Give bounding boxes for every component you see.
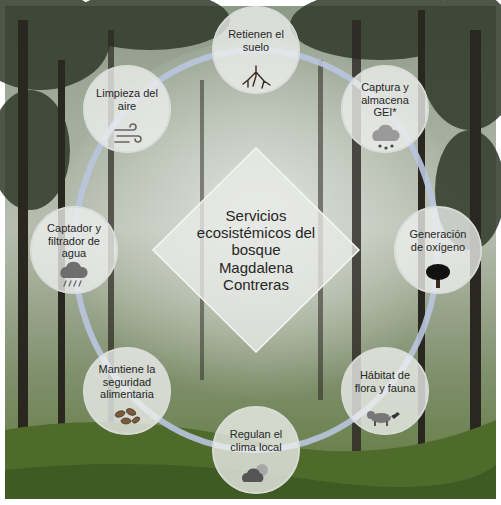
service-label: Limpieza del aire <box>96 87 158 112</box>
circle-shape <box>31 207 117 293</box>
circle-shape <box>342 66 428 152</box>
ring <box>74 50 438 450</box>
raccoon-icon <box>367 411 400 426</box>
service-label: Generación de oxígeno <box>407 228 469 253</box>
circle-fill <box>341 347 429 435</box>
diagram-title-text: Servicios ecosistémicos del bosque Magda… <box>194 207 318 293</box>
center-diamond: Servicios ecosistémicos del bosque Magda… <box>152 147 360 353</box>
circle-fill <box>83 65 171 153</box>
service-label: Retienen el suelo <box>225 28 287 53</box>
circle-shape <box>84 66 170 152</box>
circle-shape <box>395 207 481 293</box>
service-circle: Captador y filtrador de agua <box>30 206 118 294</box>
service-label: Mantiene la seguridad alimentaria <box>96 363 158 401</box>
diamond-shape <box>153 148 359 352</box>
circle-fill <box>83 347 171 435</box>
tree-icon <box>426 264 450 288</box>
service-circle: Captura y almacena GEI* <box>341 65 429 153</box>
service-label: Regulan el clima local <box>225 428 287 453</box>
service-circle: Generación de oxígeno <box>394 206 482 294</box>
service-circle: Retienen el suelo <box>212 6 300 94</box>
rain-icon <box>60 262 87 286</box>
circle-fill <box>30 206 118 294</box>
weather-icon <box>242 464 268 482</box>
service-circle: Mantiene la seguridad alimentaria <box>83 347 171 435</box>
service-label: Captador y filtrador de agua <box>43 222 105 260</box>
service-label: Hábitat de flora y fauna <box>354 369 416 394</box>
forest-floor-shadow <box>5 464 496 499</box>
circle-fill <box>394 206 482 294</box>
circle-fill <box>212 406 300 494</box>
service-label: Captura y almacena GEI* <box>354 81 416 119</box>
circle-fills <box>30 6 482 494</box>
circle-fill <box>212 6 300 94</box>
wind-icon <box>115 124 141 142</box>
circle-shape <box>342 348 428 434</box>
circle-shape <box>213 7 299 93</box>
service-circle: Hábitat de flora y fauna <box>341 347 429 435</box>
circle-shape <box>84 348 170 434</box>
service-circle: Limpieza del aire <box>83 65 171 153</box>
seeds-icon <box>114 407 140 424</box>
service-icons <box>60 66 450 482</box>
roots-icon <box>243 66 270 88</box>
service-circle: Regulan el clima local <box>212 406 300 494</box>
circle-fill <box>341 65 429 153</box>
circle-shape <box>213 407 299 493</box>
gas-cloud-icon <box>372 125 399 150</box>
